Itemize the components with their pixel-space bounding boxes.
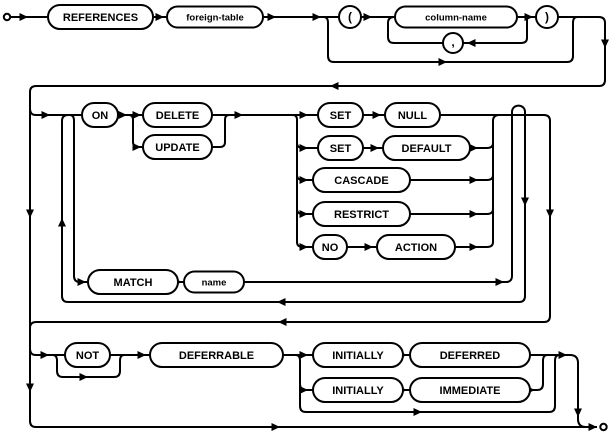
punct-comma: ,: [451, 35, 454, 49]
nonterminal-name: name: [202, 278, 227, 289]
node-no: NO: [312, 234, 348, 260]
keyword-set-2: SET: [330, 143, 352, 155]
keyword-on: ON: [92, 110, 109, 122]
end-terminal: [599, 422, 608, 432]
node-initially-immediate-initially: INITIALLY: [312, 377, 404, 403]
keyword-initially-1: INITIALLY: [332, 350, 384, 362]
keyword-null: NULL: [398, 110, 428, 122]
keyword-no: NO: [322, 242, 339, 254]
node-initially-deferred-initially: INITIALLY: [312, 342, 404, 368]
keyword-references: REFERENCES: [63, 12, 138, 24]
keyword-deferrable: DEFERRABLE: [179, 350, 254, 362]
keyword-update: UPDATE: [155, 142, 199, 154]
keyword-restrict: RESTRICT: [334, 209, 389, 221]
node-null: NULL: [384, 102, 441, 128]
node-on: ON: [81, 102, 119, 128]
node-not: NOT: [64, 342, 111, 368]
node-set-null-set: SET: [317, 102, 364, 128]
arrow-heads: [19, 13, 609, 431]
start-terminal: [2, 12, 12, 22]
node-delete: DELETE: [142, 102, 213, 128]
punct-lparen: (: [348, 10, 352, 24]
node-set-default-set: SET: [317, 135, 364, 161]
node-cascade: CASCADE: [312, 167, 411, 193]
node-default: DEFAULT: [382, 135, 471, 161]
node-foreign-table: foreign-table: [166, 5, 264, 29]
node-deferred: DEFERRED: [409, 342, 531, 368]
node-comma: ,: [442, 32, 464, 54]
nonterminal-foreign-table: foreign-table: [186, 13, 244, 24]
keyword-immediate: IMMEDIATE: [440, 385, 501, 397]
node-references: REFERENCES: [47, 4, 154, 30]
node-match: MATCH: [87, 269, 179, 295]
node-restrict: RESTRICT: [312, 201, 411, 227]
keyword-not: NOT: [76, 350, 100, 362]
keyword-set-1: SET: [330, 110, 352, 122]
node-lparen: (: [338, 5, 362, 29]
keyword-delete: DELETE: [156, 110, 199, 122]
node-deferrable: DEFERRABLE: [149, 342, 284, 368]
node-action: ACTION: [376, 234, 456, 260]
punct-rparen: ): [545, 10, 549, 24]
node-rparen: ): [535, 5, 559, 29]
keyword-default: DEFAULT: [402, 143, 452, 155]
node-immediate: IMMEDIATE: [409, 377, 531, 403]
nonterminal-column-name: column-name: [425, 13, 487, 24]
keyword-deferred: DEFERRED: [440, 350, 501, 362]
node-update: UPDATE: [142, 134, 213, 160]
keyword-action: ACTION: [395, 242, 437, 254]
node-column-name: column-name: [394, 5, 518, 29]
node-name: name: [183, 270, 245, 294]
keyword-match: MATCH: [114, 277, 153, 289]
keyword-initially-2: INITIALLY: [332, 385, 384, 397]
keyword-cascade: CASCADE: [334, 175, 388, 187]
